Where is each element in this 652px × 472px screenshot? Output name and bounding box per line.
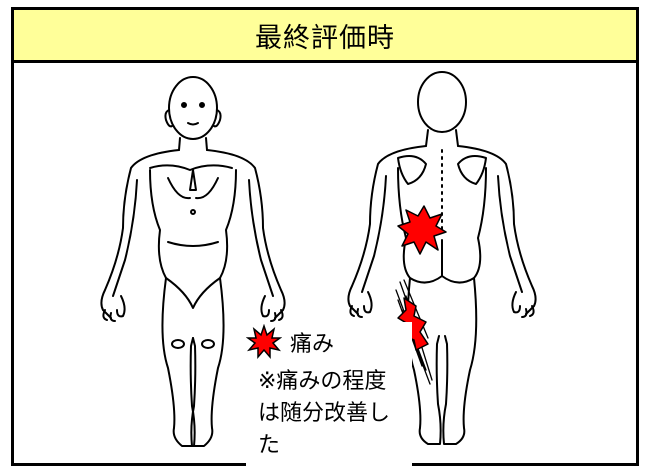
legend-label: 痛み (290, 326, 334, 358)
legend-box: 痛み ※痛みの程度は随分改善した (246, 322, 412, 472)
pain-burst-icon (246, 324, 282, 360)
legend-row: 痛み (246, 322, 334, 362)
improvement-note: ※痛みの程度は随分改善した (258, 366, 408, 462)
